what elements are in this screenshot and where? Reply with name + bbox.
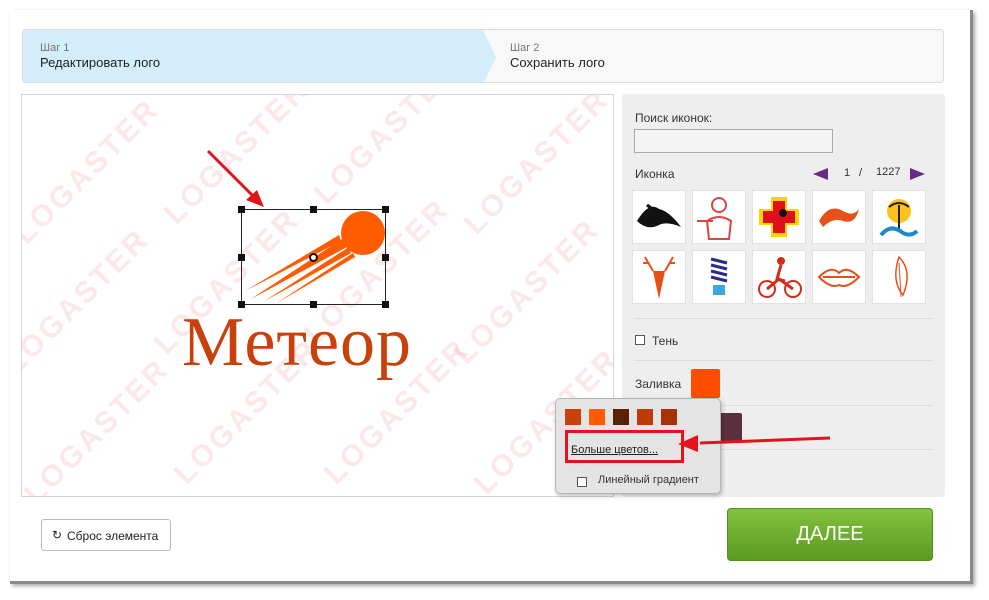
edit-panel: Поиск иконок: Иконка 1 / 1227: [622, 94, 945, 497]
linear-gradient-label: Линейный градиент: [598, 474, 699, 486]
resize-handle[interactable]: [310, 206, 317, 213]
resize-handle[interactable]: [238, 301, 245, 308]
color-picker-popup: Больше цветов... Линейный градиент: [555, 398, 721, 494]
color-swatch[interactable]: [613, 409, 629, 425]
selection-box[interactable]: [238, 206, 389, 308]
highlight-box: [565, 430, 684, 463]
step-2-title[interactable]: Сохранить лого: [510, 55, 605, 70]
resize-handle[interactable]: [238, 254, 245, 261]
step-chevron: [483, 30, 496, 82]
page-separator: /: [859, 167, 863, 179]
more-colors-link[interactable]: Больше цветов...: [571, 444, 659, 456]
light-bulb-icon[interactable]: [692, 250, 746, 304]
waiter-icon[interactable]: [692, 190, 746, 244]
search-label: Поиск иконок:: [635, 111, 713, 125]
meteor-icon[interactable]: [241, 207, 391, 307]
color-swatch[interactable]: [637, 409, 653, 425]
fill-label: Заливка: [635, 377, 682, 391]
resize-handle[interactable]: [382, 301, 389, 308]
color-swatch[interactable]: [565, 409, 581, 425]
arrow-icon: [678, 435, 831, 452]
fill-color-swatch[interactable]: [691, 369, 720, 398]
page-total: 1227: [876, 166, 901, 178]
app-window: Шаг 1 Редактировать лого Шаг 2 Сохранить…: [10, 10, 973, 584]
next-button[interactable]: ДАЛЕЕ: [727, 508, 933, 561]
step-1-number: Шаг 1: [40, 42, 70, 54]
feather-leaf-icon[interactable]: [872, 250, 926, 304]
manta-ray-icon[interactable]: [632, 190, 686, 244]
step-1-title: Редактировать лого: [40, 55, 161, 70]
linear-gradient-checkbox[interactable]: [577, 477, 587, 487]
cyclist-icon[interactable]: [752, 250, 806, 304]
logo-text[interactable]: Метеор: [182, 304, 413, 381]
reset-element-button[interactable]: ↻ Сброс элемента: [41, 519, 171, 551]
swirl-wave-icon[interactable]: [812, 190, 866, 244]
refresh-icon: ↻: [52, 528, 63, 542]
page-current: 1: [844, 167, 851, 179]
resize-handle[interactable]: [382, 254, 389, 261]
logo-canvas[interactable]: LOGASTER LOGASTER LOGASTER LOGASTER LOGA…: [21, 94, 614, 497]
next-page-icon[interactable]: [910, 168, 925, 180]
medical-cross-icon[interactable]: [752, 190, 806, 244]
divider: [634, 405, 933, 406]
lips-icon[interactable]: [812, 250, 866, 304]
annotation-arrows: [206, 149, 831, 452]
shadow-label: Тень: [652, 334, 679, 348]
step-progress: Шаг 1 Редактировать лого Шаг 2 Сохранить…: [22, 29, 944, 83]
icon-search-input[interactable]: [634, 129, 833, 153]
prev-page-icon[interactable]: [813, 168, 828, 180]
shadow-checkbox[interactable]: [635, 335, 645, 345]
resize-handle[interactable]: [310, 301, 317, 308]
reset-button-label: Сброс элемента: [67, 529, 159, 543]
resize-handle[interactable]: [382, 206, 389, 213]
rotate-handle[interactable]: [309, 253, 318, 262]
palm-island-icon[interactable]: [872, 190, 926, 244]
divider: [634, 318, 933, 319]
arrow-icon: [206, 149, 264, 207]
divider: [634, 360, 933, 361]
deer-head-icon[interactable]: [632, 250, 686, 304]
color-swatch[interactable]: [589, 409, 605, 425]
icons-label: Иконка: [635, 167, 675, 181]
resize-handle[interactable]: [238, 206, 245, 213]
step-1[interactable]: Шаг 1 Редактировать лого: [23, 30, 483, 82]
step-2-number: Шаг 2: [510, 42, 540, 54]
divider: [634, 449, 933, 450]
color-swatch[interactable]: [661, 409, 677, 425]
